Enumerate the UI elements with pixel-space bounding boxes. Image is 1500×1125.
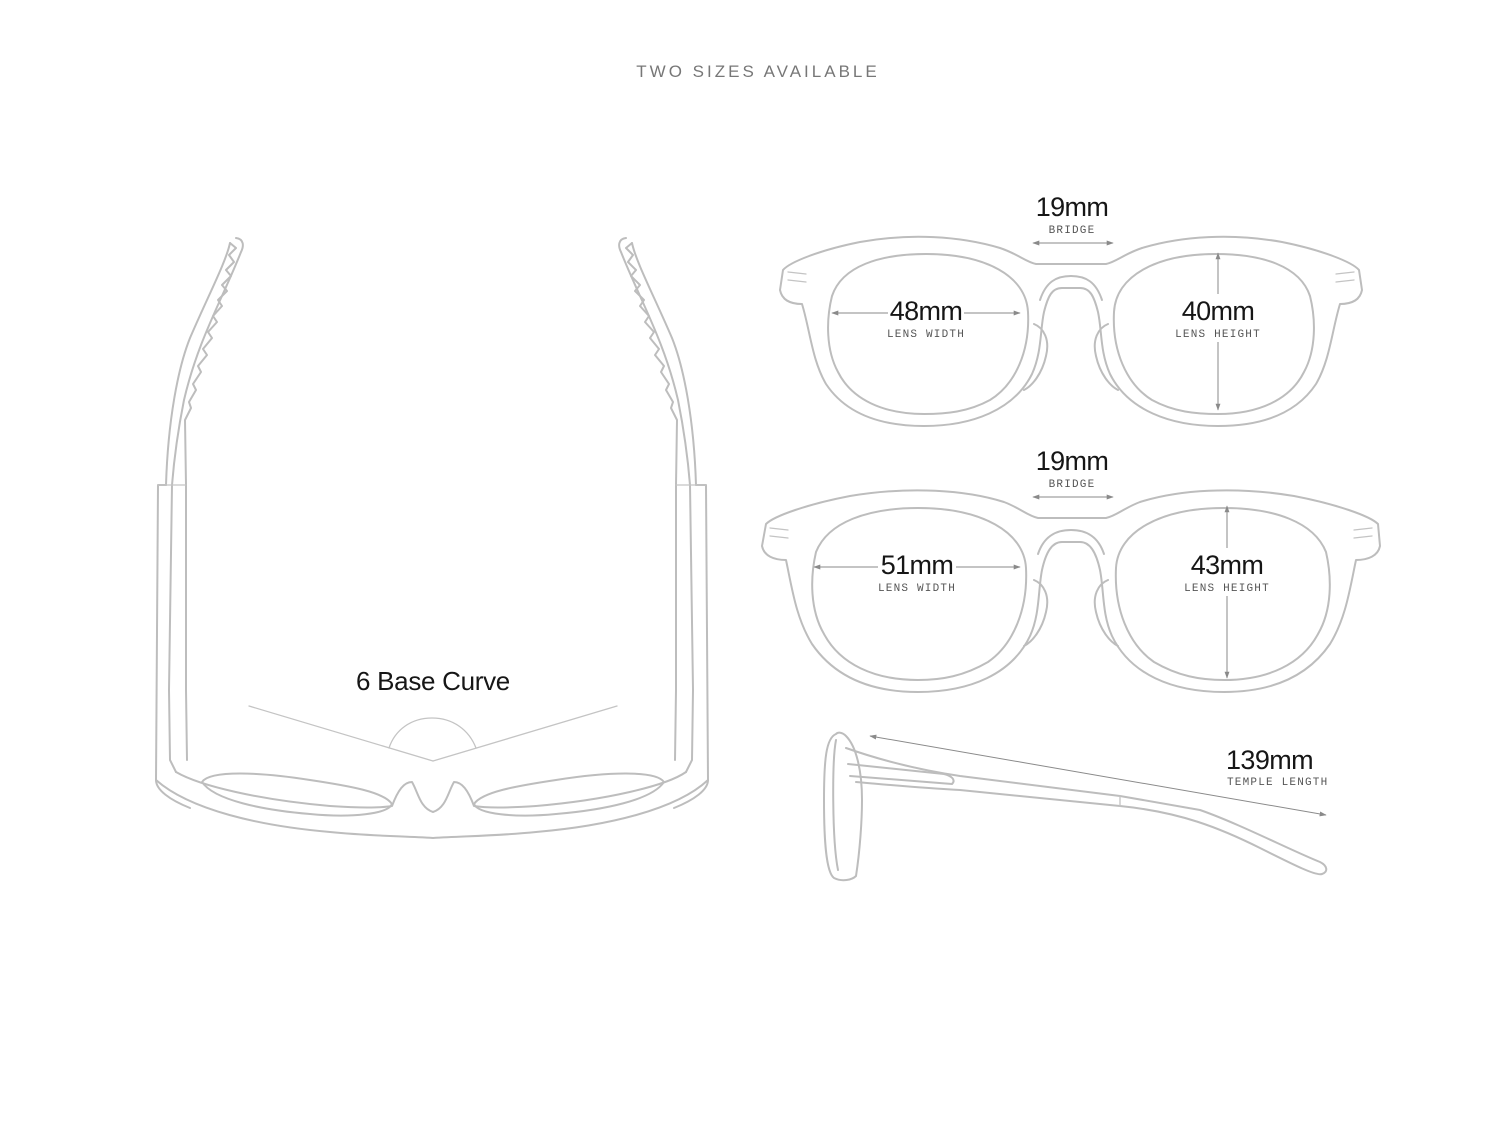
side-temple-inner-slot [847,763,955,785]
large-hinge-left-1 [769,527,789,531]
right-temple-grip [625,242,678,761]
small-hinge-right-2 [1335,279,1355,283]
large-hinge-left-2 [769,535,789,539]
left-temple-outline [168,237,244,773]
small-hinge-left-2 [787,279,807,283]
small-bridge-value: 19mm [1036,192,1109,222]
large-lens-width-label: LENS WIDTH [878,583,956,595]
large-right-lens [1114,507,1331,681]
base-curve-line-right [432,705,618,762]
side-front-frame [823,731,863,882]
large-hinge-right-2 [1353,535,1373,539]
small-lens-width-label: LENS WIDTH [887,329,965,341]
large-bridge-value: 19mm [1036,446,1109,476]
small-lens-height-value: 40mm [1182,296,1255,326]
small-lens-height-label: LENS HEIGHT [1175,329,1261,341]
small-bridge-detail [1039,275,1103,301]
small-lens-width-value: 48mm [890,296,963,326]
small-bridge-label: BRIDGE [1049,225,1096,237]
large-nose-pad-right [1093,579,1119,647]
small-hinge-left-1 [787,271,807,275]
side-front-inner [832,739,839,871]
left-temple-back [165,242,231,486]
small-nose-pad-right [1093,323,1119,391]
top-view-front-inner [175,771,687,813]
large-lens-height-value: 43mm [1191,550,1264,580]
temple-length-label: TEMPLE LENGTH [1227,777,1328,789]
large-left-lens [811,507,1028,681]
top-view-front-frame [155,779,709,839]
large-frame-outline [761,489,1381,693]
small-size-front-view [779,235,1363,427]
right-temple-back [631,242,697,486]
left-temple-grip [184,242,237,761]
large-size-front-view [761,489,1381,693]
top-view-left-lens [201,772,393,817]
large-hinge-right-1 [1353,527,1373,531]
side-view-glasses [823,731,1328,882]
top-view-right-lens [473,772,665,817]
small-hinge-right-1 [1335,271,1355,275]
top-view-glasses [155,237,709,839]
base-curve-arc [388,717,477,749]
large-nose-pad-left [1023,579,1049,647]
left-temple-body [155,484,191,809]
page-title: TWO SIZES AVAILABLE [636,62,879,81]
small-nose-pad-left [1023,323,1049,391]
large-bridge-label: BRIDGE [1049,479,1096,491]
temple-length-value: 139mm [1226,745,1313,775]
temple-length-arrow [869,734,1327,817]
small-right-lens [1112,253,1315,415]
right-temple-outline [618,237,694,773]
base-curve-line-left [248,705,434,762]
small-left-lens [827,253,1030,415]
base-curve-label: 6 Base Curve [356,666,510,696]
large-bridge-detail [1037,529,1105,555]
large-lens-width-value: 51mm [881,550,954,580]
small-frame-outline [779,235,1363,427]
large-lens-height-label: LENS HEIGHT [1184,583,1270,595]
